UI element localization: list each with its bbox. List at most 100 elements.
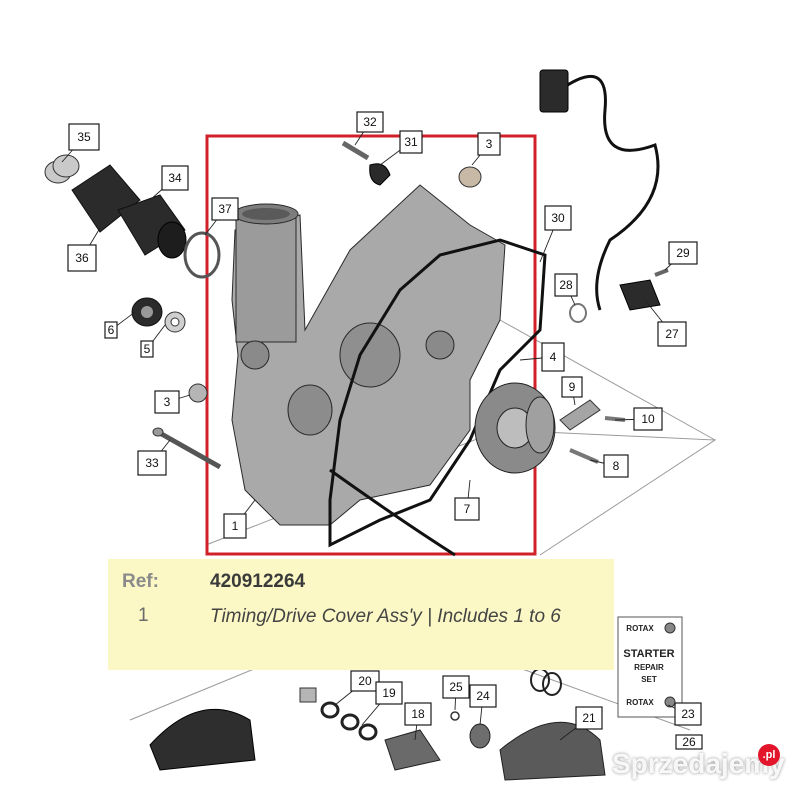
callout-28[interactable]: 28 xyxy=(554,273,578,297)
callout-box xyxy=(211,197,239,221)
callout-box xyxy=(404,702,432,726)
repair-kit-title-1: STARTER xyxy=(623,648,674,660)
callout-number: 18 xyxy=(411,707,425,721)
callout-25[interactable]: 25 xyxy=(442,675,470,699)
reference-info-panel: Ref: 420912264 1 Timing/Drive Cover Ass'… xyxy=(108,559,614,670)
callout-9[interactable]: 9 xyxy=(561,376,583,398)
repair-kit-brand-bottom: ROTAX xyxy=(626,698,654,707)
callout-box xyxy=(603,454,629,478)
callout-box xyxy=(633,407,663,431)
selection-highlight[interactable] xyxy=(205,134,537,556)
callout-27[interactable]: 27 xyxy=(657,321,687,347)
cover-gasket xyxy=(328,238,547,548)
callout-number: 20 xyxy=(358,674,372,688)
callout-box xyxy=(223,513,247,539)
callout-29[interactable]: 29 xyxy=(668,241,698,265)
callout-number: 5 xyxy=(144,342,151,356)
callout-box xyxy=(399,130,423,154)
o-ring xyxy=(569,303,587,323)
repair-kit-title-3: SET xyxy=(641,675,657,684)
callout-box xyxy=(657,321,687,347)
screw-29 xyxy=(654,268,669,277)
callout-box xyxy=(67,244,97,272)
callout-23[interactable]: 23 xyxy=(674,702,702,726)
callout-box xyxy=(554,273,578,297)
callout-35[interactable]: 35 xyxy=(68,123,100,151)
watermark-text: Sprzedajemy xyxy=(612,748,785,779)
lower-parts xyxy=(149,668,606,781)
callout-21[interactable]: 21 xyxy=(575,706,603,730)
callout-18[interactable]: 18 xyxy=(404,702,432,726)
callout-number: 19 xyxy=(382,686,396,700)
callout-box xyxy=(356,111,384,133)
callout-number: 31 xyxy=(404,135,418,149)
starter-gear xyxy=(474,382,556,474)
callout-36[interactable]: 36 xyxy=(67,244,97,272)
callout-31[interactable]: 31 xyxy=(399,130,423,154)
callout-24[interactable]: 24 xyxy=(469,684,497,708)
callout-box xyxy=(442,675,470,699)
callout-number: 25 xyxy=(449,680,463,694)
gasket-cable xyxy=(329,468,456,557)
callout-box xyxy=(350,670,380,692)
callout-number: 30 xyxy=(551,211,565,225)
callout-34[interactable]: 34 xyxy=(161,165,189,191)
starter-repair-set-card[interactable]: ROTAX STARTER REPAIR SET ROTAX xyxy=(617,616,683,718)
callout-number: 34 xyxy=(168,171,182,185)
ref-label: Ref: xyxy=(122,571,159,592)
callout-30[interactable]: 30 xyxy=(544,205,572,231)
callout-box xyxy=(469,684,497,708)
seal-and-washer xyxy=(131,297,186,333)
callout-number: 4 xyxy=(550,350,557,364)
callout-1[interactable]: 1 xyxy=(223,513,247,539)
callout-box xyxy=(104,321,118,339)
callout-box xyxy=(561,376,583,398)
callout-box xyxy=(544,205,572,231)
repair-kit-brand-top: ROTAX xyxy=(626,624,654,633)
callout-number: 6 xyxy=(108,323,115,337)
callout-box xyxy=(541,342,565,372)
repair-kit-title-2: REPAIR xyxy=(634,663,664,672)
callout-box xyxy=(668,241,698,265)
hose-assembly xyxy=(44,154,187,259)
callout-number: 36 xyxy=(75,251,89,265)
callout-32[interactable]: 32 xyxy=(356,111,384,133)
sensor-cable xyxy=(539,69,661,311)
callout-8[interactable]: 8 xyxy=(603,454,629,478)
callout-33[interactable]: 33 xyxy=(137,450,167,476)
callout-37[interactable]: 37 xyxy=(211,197,239,221)
callout-number: 33 xyxy=(145,456,159,470)
callout-3[interactable]: 3 xyxy=(154,390,180,414)
item-description: Timing/Drive Cover Ass'y | Includes 1 to… xyxy=(210,606,561,627)
callout-box xyxy=(575,706,603,730)
ref-part-number[interactable]: 420912264 xyxy=(210,571,306,592)
callout-number: 8 xyxy=(613,459,620,473)
callout-number: 26 xyxy=(682,735,696,749)
long-bolt xyxy=(152,427,222,470)
watermark-badge-icon: .pl xyxy=(758,744,780,766)
callout-7[interactable]: 7 xyxy=(454,497,480,521)
callout-box xyxy=(454,497,480,521)
callout-box xyxy=(68,123,100,151)
callout-number: 37 xyxy=(218,202,232,216)
callout-26[interactable]: 26 xyxy=(675,734,703,750)
callout-5[interactable]: 5 xyxy=(140,340,154,358)
callout-10[interactable]: 10 xyxy=(633,407,663,431)
callout-number: 32 xyxy=(363,115,377,129)
callout-number: 28 xyxy=(559,278,573,292)
callout-3[interactable]: 3 xyxy=(477,132,501,156)
fitting xyxy=(369,163,391,186)
callout-box xyxy=(674,702,702,726)
callout-6[interactable]: 6 xyxy=(104,321,118,339)
screw-8 xyxy=(569,448,599,464)
callout-box xyxy=(161,165,189,191)
callout-box xyxy=(675,734,703,750)
callout-4[interactable]: 4 xyxy=(541,342,565,372)
callout-20[interactable]: 20 xyxy=(350,670,380,692)
callout-number: 23 xyxy=(681,707,695,721)
timing-drive-cover[interactable] xyxy=(231,184,506,526)
rotax-logo-icon-bottom xyxy=(664,696,676,708)
callout-19[interactable]: 19 xyxy=(375,681,403,705)
callout-number: 9 xyxy=(569,380,576,394)
